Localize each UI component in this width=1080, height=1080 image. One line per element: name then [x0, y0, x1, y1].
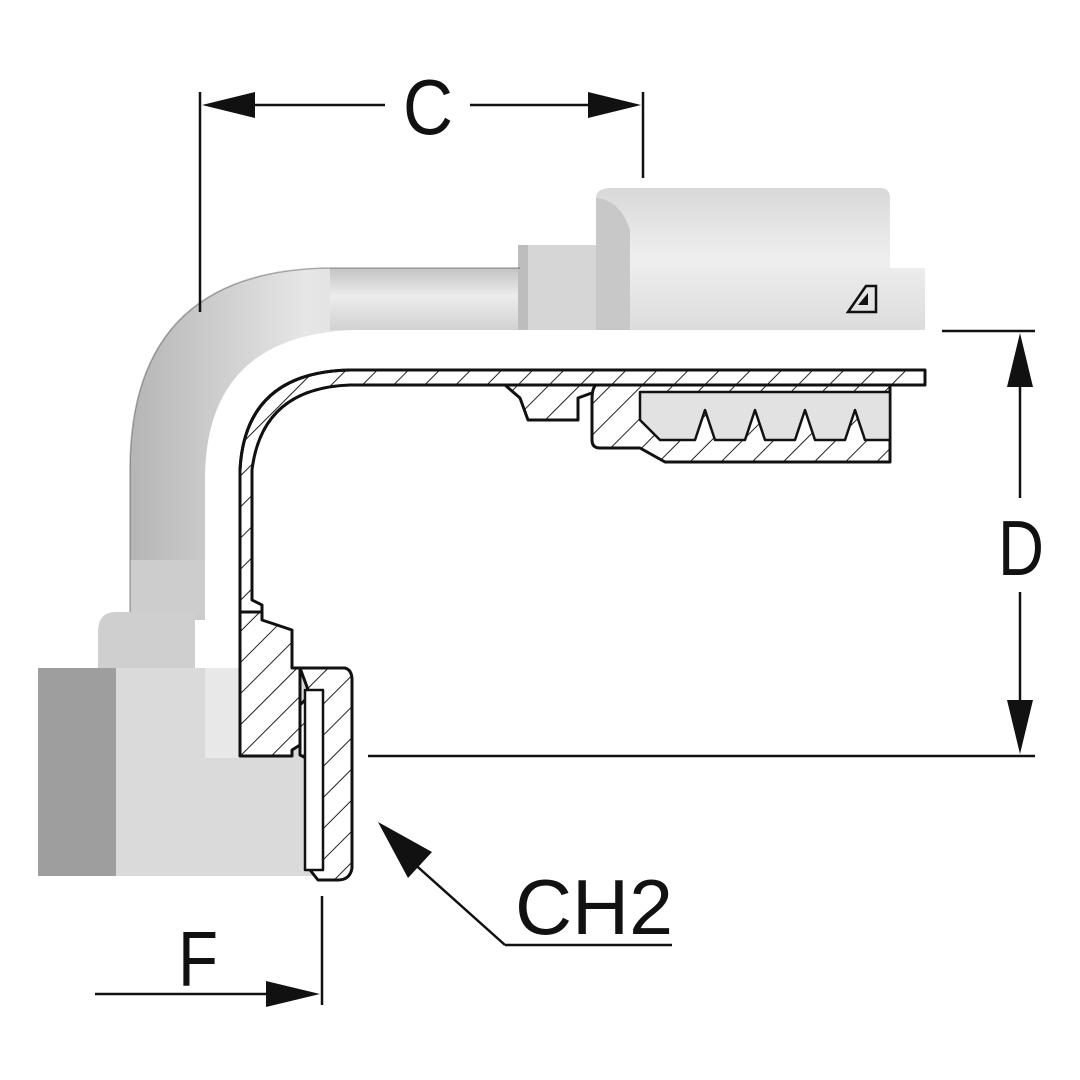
leader-ch2	[378, 822, 672, 947]
arrow-ch2	[378, 822, 432, 878]
dim-label-d: D	[998, 504, 1044, 592]
dim-label-f: F	[178, 915, 218, 1003]
elbow-bend	[130, 268, 520, 612]
cross-section	[238, 368, 927, 882]
dim-label-c: C	[403, 63, 453, 151]
stem-vertical-section	[238, 610, 302, 758]
vertical-stub	[130, 560, 205, 620]
dim-label-ch2: CH2	[515, 863, 673, 951]
shoulder-ring	[98, 612, 195, 668]
arrow-c-right	[588, 92, 641, 118]
hex-nut	[38, 668, 316, 876]
ferrule-teeth	[638, 390, 892, 442]
dimension-d	[368, 329, 1035, 758]
arrow-d-bottom	[1007, 700, 1033, 754]
horizontal-tube	[330, 268, 520, 330]
arrow-c-left	[202, 92, 255, 118]
dimension-f	[95, 896, 324, 1007]
logo-mark-icon	[845, 284, 878, 314]
dimension-c	[198, 92, 645, 312]
ferrule-collar	[518, 245, 596, 330]
stem-step-section	[503, 383, 602, 422]
fitting-body	[38, 188, 925, 876]
arrow-d-top	[1007, 333, 1033, 387]
body-outline	[129, 267, 520, 612]
arrow-f-right	[266, 981, 320, 1007]
ferrule-sleeve	[596, 188, 925, 330]
